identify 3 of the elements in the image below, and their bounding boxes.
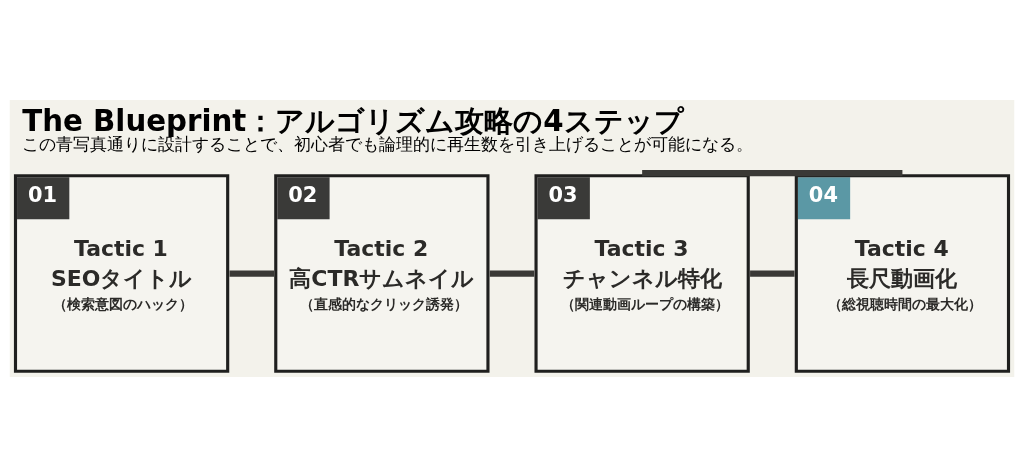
connector bbox=[229, 269, 274, 277]
connector bbox=[489, 269, 535, 277]
connector bbox=[642, 169, 903, 176]
